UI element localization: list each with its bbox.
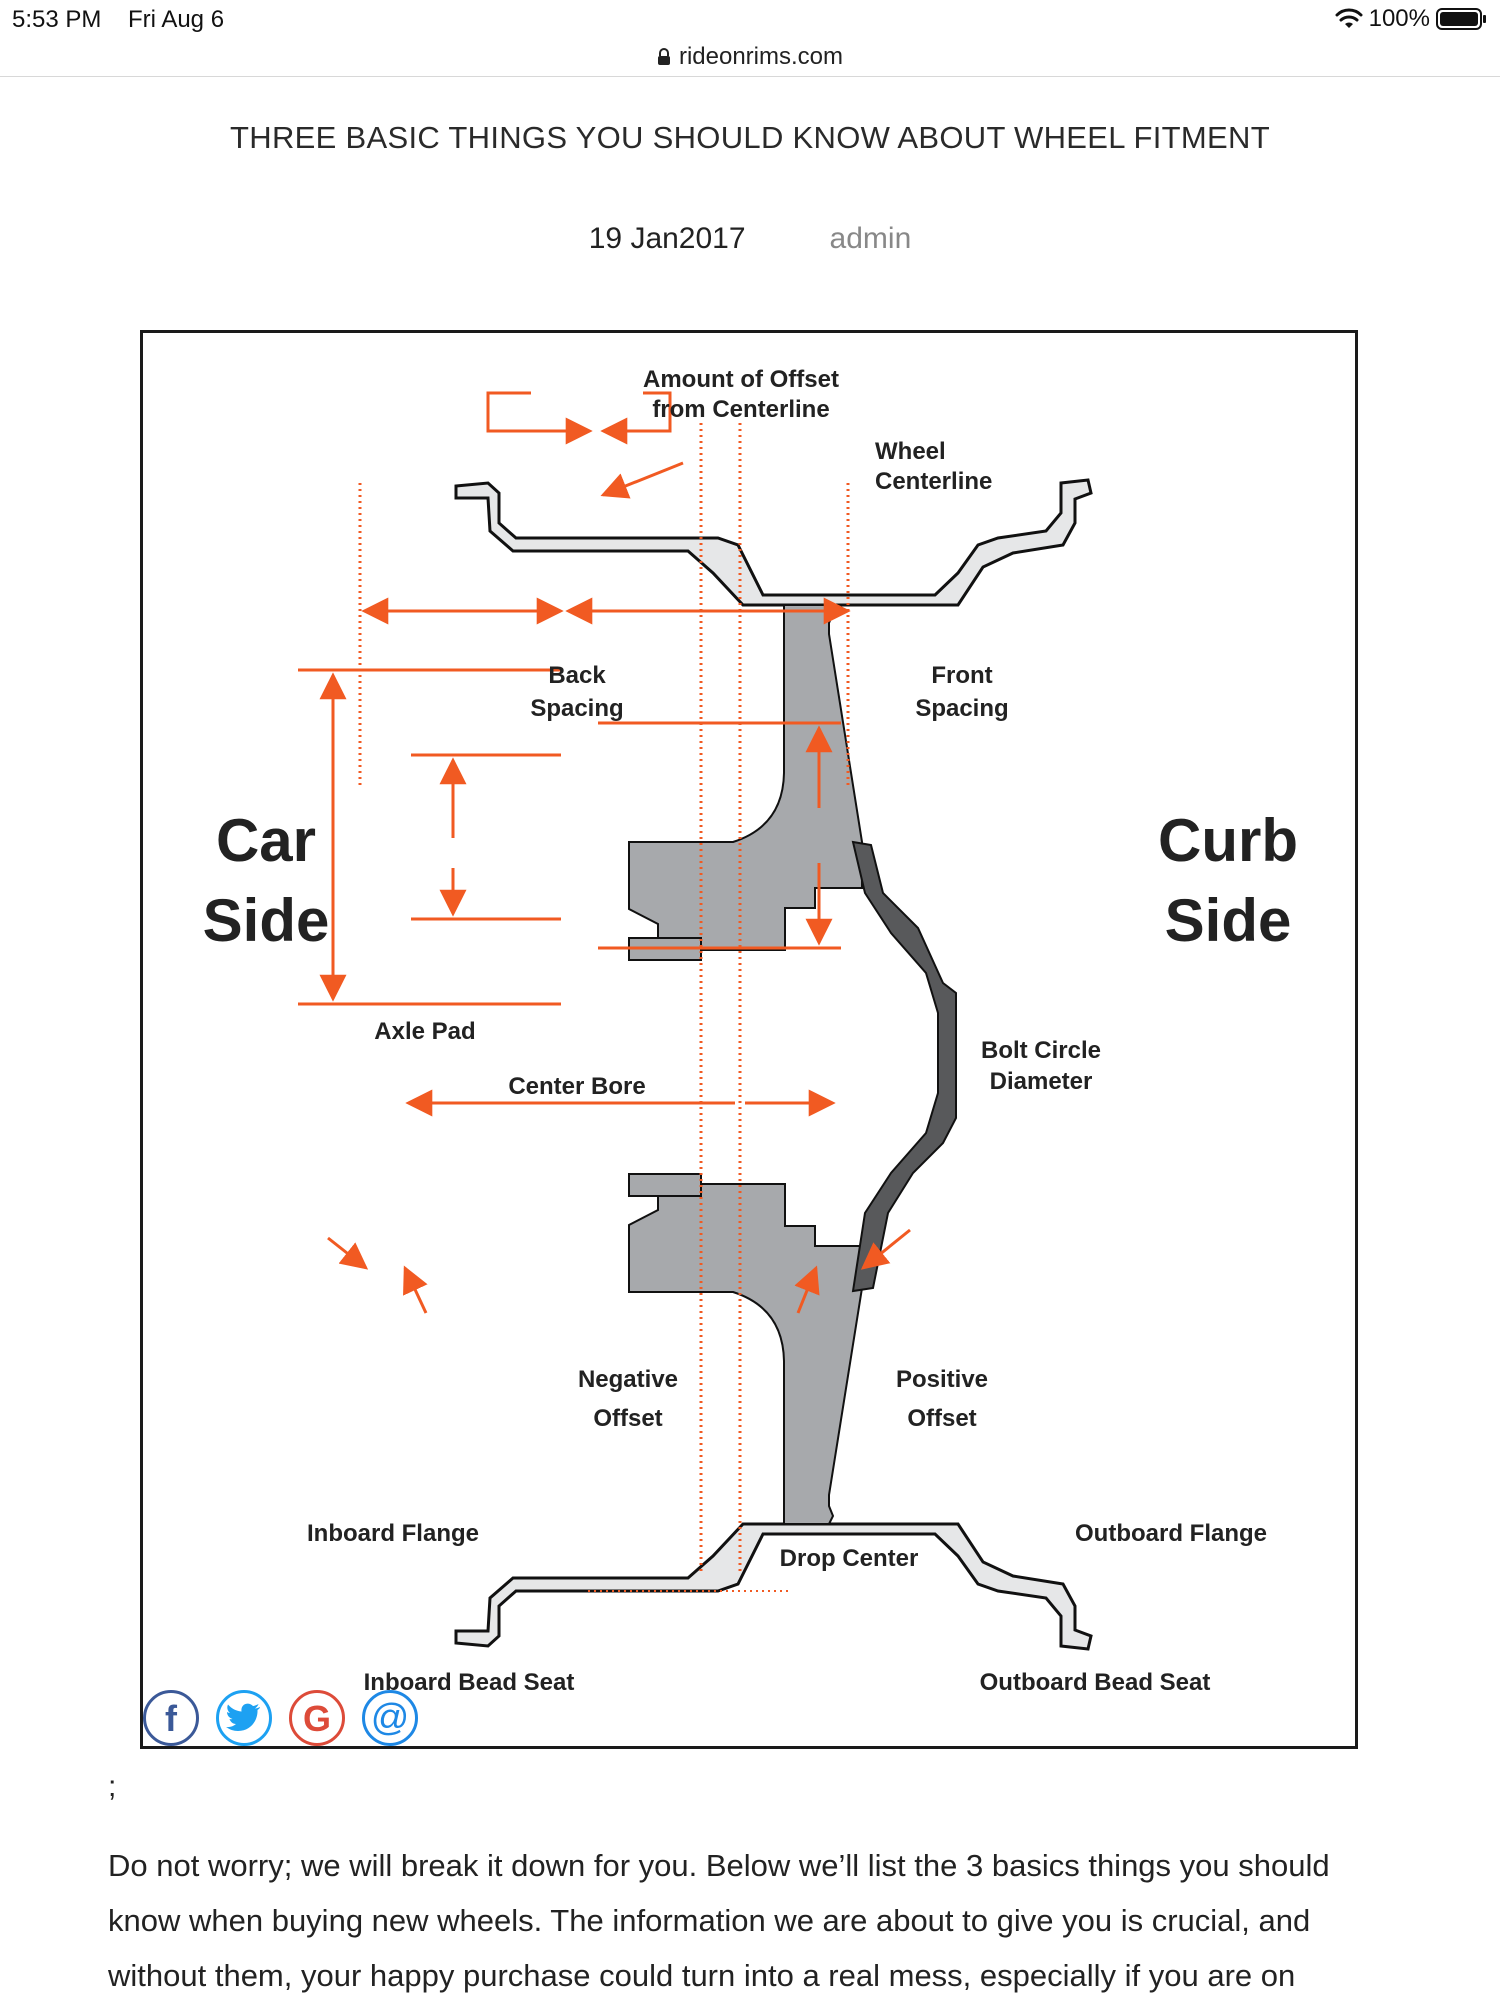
address-bar-divider <box>0 76 1500 77</box>
center-bore-lip-bottom <box>628 1173 702 1197</box>
label-wheel: Wheel <box>875 438 946 465</box>
mounting-disc <box>851 840 957 1293</box>
offset-bracket-right <box>600 391 672 445</box>
label-front-spacing: Spacing <box>915 695 1008 722</box>
svg-text:G: G <box>303 1700 331 1736</box>
label-curb-side: Side <box>1165 887 1292 954</box>
article-title: THREE BASIC THINGS YOU SHOULD KNOW ABOUT… <box>230 120 1270 155</box>
outboard-bead-pointer <box>794 1265 820 1314</box>
wheel-fitment-diagram: Amount of Offset from Centerline Wheel C… <box>140 330 1358 1749</box>
label-center-bore: Center Bore <box>508 1073 645 1100</box>
status-date: Fri Aug 6 <box>128 6 225 33</box>
article-body: Do not worry; we will break it down for … <box>108 1848 1330 1993</box>
address-bar[interactable]: rideonrims.com <box>0 38 1500 76</box>
status-bar: 5:53 PM Fri Aug 6 100% <box>0 0 1500 40</box>
svg-text:@: @ <box>371 1698 410 1738</box>
status-right: 100% <box>1335 4 1488 34</box>
label-outboard-bead-seat: Outboard Bead Seat <box>980 1669 1211 1696</box>
twitter-share-button[interactable] <box>216 1690 272 1746</box>
label-negative-offset: Offset <box>593 1405 662 1432</box>
label-back-spacing: Spacing <box>530 695 623 722</box>
centerline-pointer <box>600 461 684 499</box>
facebook-icon: f <box>165 1701 178 1735</box>
label-axle-pad: Axle Pad <box>374 1018 475 1045</box>
outboard-flange-pointer <box>860 1228 911 1270</box>
google-icon: G <box>303 1700 331 1736</box>
status-time: 5:53 PM <box>12 6 102 33</box>
label-centerline: Centerline <box>875 468 992 495</box>
label-drop-center: Drop Center <box>780 1545 919 1572</box>
wifi-icon <box>1335 8 1363 28</box>
share-bar: f G @ <box>143 1690 418 1746</box>
battery-percent: 100% <box>1368 5 1430 32</box>
diagram-svg: Amount of Offset from Centerline Wheel C… <box>203 366 1298 1696</box>
article-meta: 19 Jan2017 admin <box>0 222 1500 256</box>
rim-barrel-bottom <box>454 1522 1093 1651</box>
inboard-flange-pointer <box>327 1236 369 1270</box>
rim-barrel-top <box>454 478 1093 607</box>
wheel-hub-section-lower <box>628 1183 863 1525</box>
label-back: Back <box>548 662 606 689</box>
battery-icon <box>1436 8 1486 30</box>
stray-separator: ; <box>108 1770 117 1803</box>
label-diameter: Diameter <box>990 1068 1093 1095</box>
label-inboard-flange: Inboard Flange <box>307 1520 479 1547</box>
label-offset-amount: Amount of Offset <box>643 366 839 393</box>
facebook-share-button[interactable]: f <box>143 1690 199 1746</box>
twitter-icon <box>226 1703 260 1731</box>
google-share-button[interactable]: G <box>289 1690 345 1746</box>
label-bolt-circle: Bolt Circle <box>981 1037 1101 1064</box>
url-text: rideonrims.com <box>678 43 844 70</box>
svg-text:f: f <box>165 1701 178 1735</box>
label-curb: Curb <box>1158 807 1298 874</box>
email-icon: @ <box>371 1698 410 1738</box>
label-positive: Positive <box>896 1366 988 1393</box>
label-front: Front <box>931 662 992 689</box>
article-date: 19 Jan2017 <box>588 222 746 255</box>
offset-bracket <box>486 391 593 445</box>
label-offset-centerline: from Centerline <box>652 396 829 423</box>
label-negative: Negative <box>578 1366 678 1393</box>
lock-icon <box>657 48 670 65</box>
email-share-button[interactable]: @ <box>362 1690 418 1746</box>
wheel-hub-section <box>628 604 863 951</box>
label-positive-offset: Offset <box>907 1405 976 1432</box>
label-car-side: Side <box>203 887 330 954</box>
inboard-bead-pointer <box>403 1265 428 1314</box>
article-author[interactable]: admin <box>829 222 912 255</box>
label-car: Car <box>216 807 316 874</box>
label-outboard-flange: Outboard Flange <box>1075 1520 1267 1547</box>
